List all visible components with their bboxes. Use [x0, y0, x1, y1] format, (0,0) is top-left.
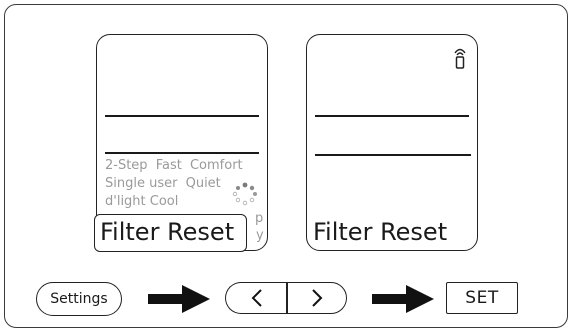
display-panel-after: Filter Reset [306, 34, 478, 251]
settings-button[interactable]: Settings [36, 282, 122, 316]
navigation-divider [286, 282, 288, 314]
menu-row-3: d'light Cool [105, 194, 182, 209]
menu-row-2: Single user Quiet [105, 176, 225, 191]
loading-dots-icon [232, 182, 257, 206]
menu-item-fast: Fast [155, 158, 182, 173]
filter-reset-label-before: Filter Reset [100, 218, 235, 246]
settings-label: Settings [50, 291, 108, 307]
right-button[interactable] [287, 282, 347, 314]
filter-reset-selection-box[interactable]: Filter Reset [94, 214, 247, 252]
menu-row-1: 2-Step Fast Comfort [105, 158, 247, 173]
filter-bell-icon [454, 48, 466, 69]
menu-item-2step: 2-Step [105, 158, 148, 173]
display-divider-top [315, 115, 469, 117]
set-label: SET [465, 288, 499, 308]
chevron-right-icon [312, 289, 323, 307]
set-button[interactable]: SET [446, 282, 518, 314]
menu-item-dlight-cool: d'light Cool [105, 194, 179, 209]
hidden-menu-char-y: y [256, 228, 264, 243]
hidden-menu-char-p: p [255, 211, 264, 226]
menu-item-quiet: Quiet [185, 176, 221, 191]
menu-item-single-user: Single user [105, 176, 178, 191]
navigation-button-group [225, 282, 347, 314]
display-divider-bottom [105, 152, 259, 154]
arrow-right-icon [148, 285, 210, 313]
chevron-left-icon [251, 289, 262, 307]
arrow-right-icon [372, 285, 434, 313]
left-button[interactable] [225, 282, 287, 314]
display-divider-bottom [315, 154, 471, 156]
filter-reset-label-after: Filter Reset [313, 218, 448, 246]
display-divider-top [105, 115, 259, 117]
diagram-frame [4, 4, 568, 328]
menu-item-comfort: Comfort [189, 158, 243, 173]
